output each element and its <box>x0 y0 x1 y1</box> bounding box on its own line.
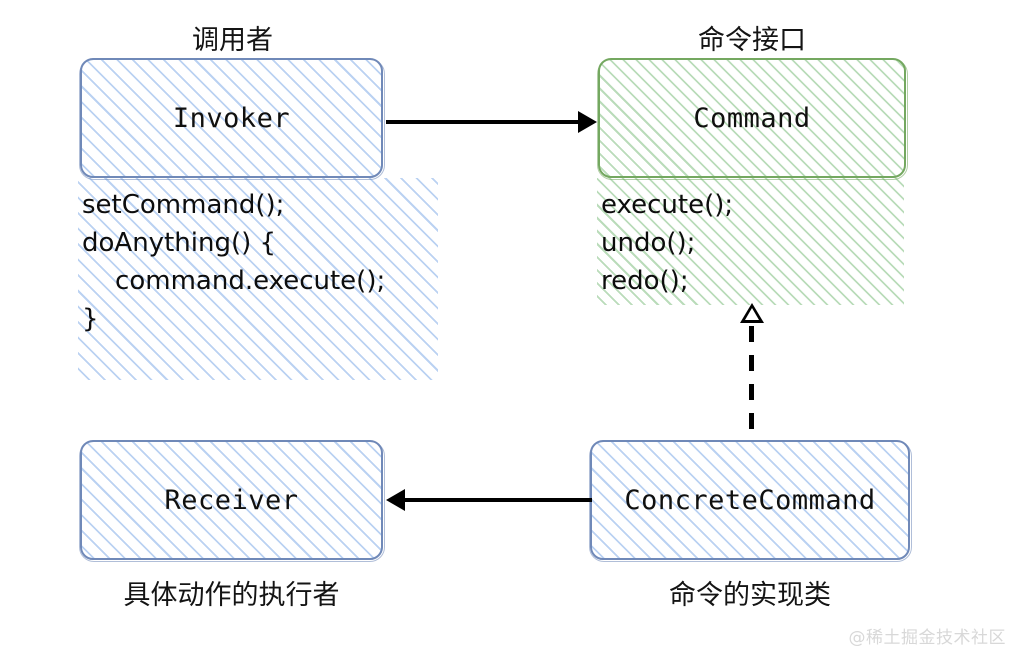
arrow-head-concrete-to-receiver <box>386 489 405 511</box>
node-receiver-label: Receiver <box>164 484 299 516</box>
invoker-member-line: command.execute(); <box>82 266 386 296</box>
invoker-member-line: doAnything() { <box>82 228 277 258</box>
node-concrete-command-label: ConcreteCommand <box>624 484 876 516</box>
edge-invoker-to-command <box>386 120 581 124</box>
node-command-label: Command <box>693 102 811 134</box>
edge-concrete-implements-command <box>749 326 754 442</box>
command-member-line: execute(); <box>601 190 734 220</box>
command-members: execute(); undo(); redo(); <box>597 182 904 307</box>
watermark: @稀土掘金技术社区 <box>848 628 1006 648</box>
node-command[interactable]: Command <box>597 58 908 180</box>
arrow-head-invoker-to-command <box>578 111 597 133</box>
caption-invoker: 调用者 <box>192 25 273 56</box>
command-member-line: redo(); <box>601 266 689 296</box>
caption-receiver: 具体动作的执行者 <box>123 580 340 611</box>
node-concrete-command[interactable]: ConcreteCommand <box>589 440 912 562</box>
invoker-members-hatch <box>78 178 438 380</box>
node-invoker[interactable]: Invoker <box>79 58 385 180</box>
invoker-members: setCommand(); doAnything() { command.exe… <box>78 182 438 382</box>
caption-command: 命令接口 <box>698 25 806 56</box>
realization-triangle-icon <box>740 303 764 323</box>
command-member-line: undo(); <box>601 228 696 258</box>
node-receiver[interactable]: Receiver <box>79 440 385 562</box>
edge-concrete-to-receiver <box>404 498 592 502</box>
command-members-hatch <box>597 178 904 305</box>
invoker-member-line: setCommand(); <box>82 190 285 220</box>
node-invoker-label: Invoker <box>172 102 291 134</box>
invoker-member-line: } <box>82 304 99 334</box>
caption-concrete-command: 命令的实现类 <box>669 580 831 611</box>
